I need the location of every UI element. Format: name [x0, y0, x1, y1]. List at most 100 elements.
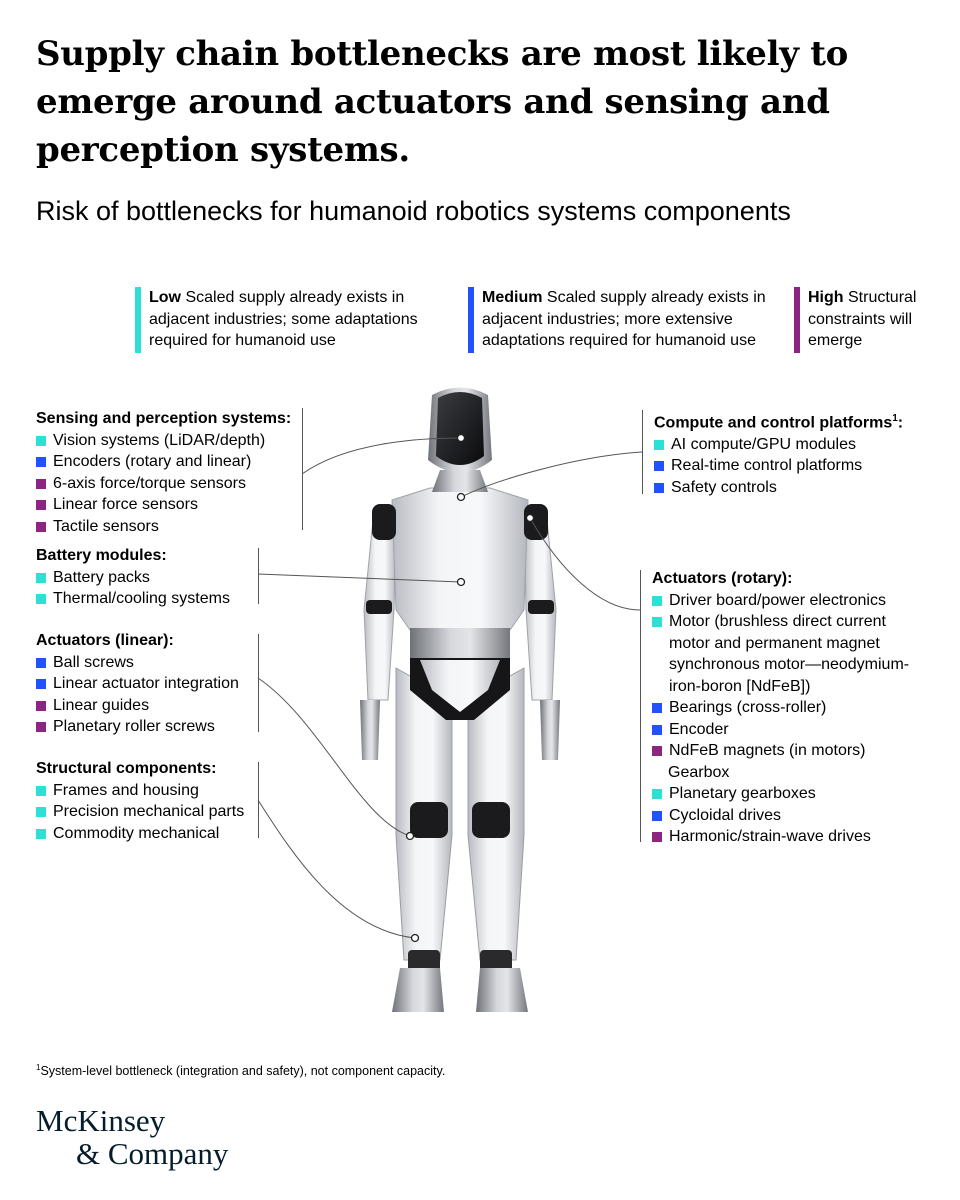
component-label: Encoders (rotary and linear) [53, 453, 252, 470]
component-label: Commodity mechanical [53, 824, 220, 842]
component-label: Linear actuator integration [53, 675, 239, 692]
component-label: Frames and housing [53, 781, 199, 799]
component-item: AI compute/GPU modules [654, 434, 934, 456]
risk-low-marker [36, 807, 46, 817]
legend-medium: Medium Scaled supply already exists in a… [468, 287, 778, 353]
risk-high-marker [36, 722, 46, 732]
risk-medium-marker [36, 657, 46, 668]
component-label: Harmonic/strain-wave drives [669, 828, 871, 845]
component-item: Frames and housing [36, 780, 258, 802]
bracket-actuators-linear [258, 634, 259, 732]
component-item: NdFeB magnets (in motors) [652, 740, 927, 762]
group-sensing-list: Vision systems (LiDAR/depth) Encoders (ro… [36, 430, 301, 538]
risk-medium-marker [654, 482, 664, 493]
component-item: Planetary roller screws [36, 716, 258, 738]
component-label: Safety controls [671, 478, 777, 496]
component-label: Battery packs [53, 568, 150, 586]
group-structural-title: Structural components: [36, 760, 217, 777]
dot-battery [456, 577, 466, 587]
risk-medium-marker [36, 679, 46, 689]
risk-medium-marker [654, 461, 664, 472]
component-item: Tactile sensors [36, 516, 301, 538]
component-label: Real-time control platforms [671, 457, 863, 475]
component-item: Encoders (rotary and linear) [36, 451, 301, 473]
risk-high-marker [652, 832, 662, 842]
group-compute-title: Compute and control platforms1: [654, 413, 904, 432]
connector-sensing [301, 437, 462, 475]
component-label: Precision mechanical parts [53, 803, 245, 820]
mckinsey-logo: McKinsey & Company [36, 1104, 228, 1170]
component-item: Real-time control platforms [654, 455, 934, 477]
gearbox-sublabel: Gearbox [668, 763, 730, 781]
component-item: Encoder [652, 719, 927, 741]
group-compute-footnote-marker: 1 [892, 413, 898, 424]
footnote: 1System-level bottleneck (integration an… [36, 1063, 445, 1078]
component-item: Commodity mechanical [36, 823, 258, 845]
component-item: Ball screws [36, 652, 258, 674]
dot-actuators-linear [405, 831, 415, 841]
group-sensing: Sensing and perception systems: Vision s… [36, 408, 301, 537]
risk-medium-marker [36, 457, 46, 467]
logo-line-2: & Company [76, 1136, 229, 1171]
risk-low-marker [652, 617, 662, 627]
risk-low-marker [652, 595, 662, 606]
component-label: NdFeB magnets (in motors) [669, 742, 866, 759]
legend-medium-description: Scaled supply already exists in adjacent… [482, 289, 766, 349]
group-sensing-title: Sensing and perception systems: [36, 410, 292, 427]
component-label: Planetary roller screws [53, 718, 215, 735]
connector-structural [257, 799, 416, 939]
bracket-structural [258, 762, 259, 838]
legend-medium-label: Medium [482, 289, 543, 306]
connector-actuators-linear [257, 677, 411, 837]
component-label: Cycloidal drives [669, 806, 782, 824]
dot-sensing [456, 433, 466, 443]
component-item: Motor (brushless direct current motor an… [652, 611, 927, 697]
risk-medium-marker [652, 724, 662, 735]
component-item: Driver board/power electronics [652, 590, 927, 612]
group-actuators-rotary: Actuators (rotary): Driver board/power e… [652, 568, 927, 848]
component-label: Motor (brushless direct current motor an… [669, 613, 910, 695]
legend-high-description: Structural constraints will emerge [808, 289, 917, 349]
dot-compute [456, 492, 466, 502]
component-label: Tactile sensors [53, 517, 159, 535]
logo-line-1: McKinsey [36, 1103, 166, 1138]
legend-high-label: High [808, 289, 844, 306]
legend-low-description: Scaled supply already exists in adjacent… [149, 289, 418, 349]
component-item: Linear actuator integration [36, 673, 258, 695]
component-label: Thermal/cooling systems [53, 590, 230, 607]
group-compute: Compute and control platforms1: AI compu… [654, 408, 934, 498]
connector-dots [405, 433, 535, 943]
component-item: Linear guides [36, 695, 258, 717]
component-item: Thermal/cooling systems [36, 588, 258, 610]
component-label: Ball screws [53, 653, 134, 671]
risk-high-marker [36, 500, 46, 510]
connector-battery [257, 573, 462, 583]
component-item: Battery packs [36, 567, 258, 589]
component-item: Cycloidal drives [652, 805, 927, 827]
group-structural: Structural components: Frames and housin… [36, 758, 258, 844]
risk-low-marker [36, 435, 46, 446]
component-item: Vision systems (LiDAR/depth) [36, 430, 301, 452]
chart-subtitle: Risk of bottlenecks for humanoid robotic… [36, 196, 791, 226]
component-label: Vision systems (LiDAR/depth) [53, 431, 266, 449]
humanoid-robot-illustration [257, 387, 643, 1012]
risk-low-marker [36, 572, 46, 583]
risk-high-marker [652, 746, 662, 756]
risk-low-marker [36, 594, 46, 604]
risk-high-marker [36, 700, 46, 711]
risk-medium-marker [652, 810, 662, 821]
risk-high-marker [36, 521, 46, 532]
component-item: 6-axis force/torque sensors [36, 473, 301, 495]
group-actuators-linear-title: Actuators (linear): [36, 632, 174, 649]
component-label: AI compute/GPU modules [671, 435, 856, 453]
component-label: Planetary gearboxes [669, 785, 816, 802]
component-item: Harmonic/strain-wave drives [652, 826, 927, 848]
footnote-marker: 1 [36, 1063, 41, 1072]
component-label: Encoder [669, 720, 729, 738]
